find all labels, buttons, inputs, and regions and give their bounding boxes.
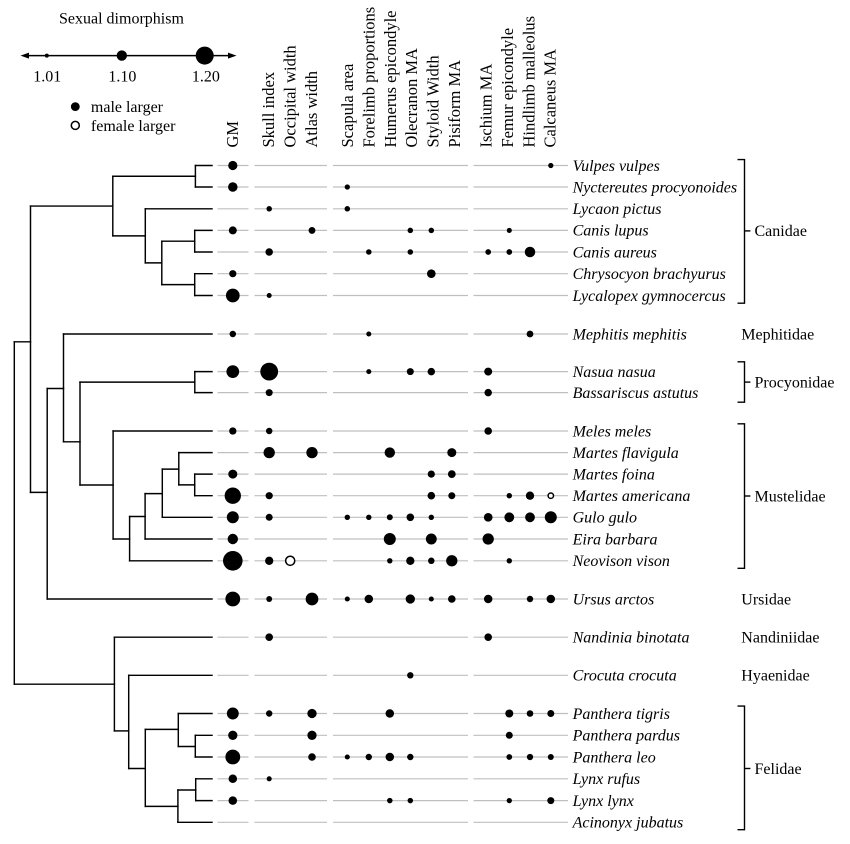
svg-text:Hindlimb malleolus: Hindlimb malleolus — [519, 16, 538, 148]
svg-text:Scapula area: Scapula area — [338, 63, 357, 147]
svg-text:Ursidae: Ursidae — [741, 591, 791, 608]
svg-text:1.10: 1.10 — [108, 68, 136, 85]
svg-text:Eira barbara: Eira barbara — [572, 531, 658, 548]
svg-text:Felidae: Felidae — [755, 761, 802, 778]
svg-text:Mephitis mephitis: Mephitis mephitis — [572, 326, 687, 343]
svg-text:Lycalopex gymnocercus: Lycalopex gymnocercus — [572, 288, 726, 305]
svg-text:Skull index: Skull index — [259, 71, 278, 147]
svg-text:Forelimb proportions: Forelimb proportions — [359, 7, 378, 148]
svg-text:Martes flavigula: Martes flavigula — [572, 445, 679, 462]
svg-text:1.20: 1.20 — [192, 68, 220, 85]
svg-text:Humerus epicondyle: Humerus epicondyle — [381, 10, 400, 147]
svg-text:Mustelidae: Mustelidae — [755, 488, 826, 505]
svg-text:Panthera tigris: Panthera tigris — [572, 706, 670, 723]
svg-text:1.01: 1.01 — [33, 68, 61, 85]
svg-text:Crocuta crocuta: Crocuta crocuta — [573, 668, 677, 685]
svg-text:Canis aureus: Canis aureus — [573, 244, 657, 261]
svg-text:Panthera leo: Panthera leo — [572, 749, 656, 766]
svg-text:Acinonyx jubatus: Acinonyx jubatus — [572, 815, 684, 832]
svg-text:Sexual dimorphism: Sexual dimorphism — [59, 11, 184, 28]
svg-text:Panthera pardus: Panthera pardus — [572, 728, 680, 745]
svg-text:Hyaenidae: Hyaenidae — [741, 668, 809, 685]
svg-text:Martes americana: Martes americana — [572, 488, 691, 505]
svg-text:Meles meles: Meles meles — [572, 423, 652, 440]
svg-text:Styloid Width: Styloid Width — [424, 55, 443, 148]
svg-text:Gulo gulo: Gulo gulo — [573, 510, 637, 527]
svg-text:Bassariscus astutus: Bassariscus astutus — [573, 385, 699, 402]
svg-text:Lycaon pictus: Lycaon pictus — [572, 201, 662, 218]
svg-text:Nyctereutes procyonoides: Nyctereutes procyonoides — [572, 179, 738, 196]
svg-text:Lynx lynx: Lynx lynx — [572, 793, 634, 810]
svg-text:Calcaneus MA: Calcaneus MA — [541, 49, 560, 148]
svg-text:female larger: female larger — [91, 118, 176, 135]
svg-text:male larger: male larger — [91, 99, 164, 116]
svg-text:Mephitidae: Mephitidae — [741, 326, 814, 343]
svg-text:Pisiform MA: Pisiform MA — [445, 60, 464, 148]
svg-text:Olecranon MA: Olecranon MA — [402, 48, 421, 148]
svg-text:Canis lupus: Canis lupus — [573, 223, 649, 240]
svg-text:GM: GM — [223, 121, 242, 148]
svg-text:Canidae: Canidae — [755, 223, 807, 240]
svg-text:Ursus arctos: Ursus arctos — [573, 591, 655, 608]
svg-text:Ischium MA: Ischium MA — [477, 64, 496, 148]
svg-text:Occipital width: Occipital width — [281, 45, 300, 148]
svg-text:Nandiniidae: Nandiniidae — [741, 630, 819, 647]
svg-text:Nandinia binotata: Nandinia binotata — [572, 630, 690, 647]
svg-text:Femur epicondyle: Femur epicondyle — [498, 28, 517, 148]
svg-text:Neovison vison: Neovison vison — [572, 553, 670, 570]
svg-text:Procyonidae: Procyonidae — [755, 374, 835, 391]
svg-text:Martes foina: Martes foina — [572, 466, 655, 483]
svg-text:Chrysocyon brachyurus: Chrysocyon brachyurus — [573, 266, 726, 283]
svg-text:Vulpes vulpes: Vulpes vulpes — [573, 158, 660, 175]
svg-text:Lynx rufus: Lynx rufus — [572, 771, 641, 788]
svg-text:Nasua nasua: Nasua nasua — [572, 364, 656, 381]
svg-text:Atlas width: Atlas width — [302, 70, 321, 147]
